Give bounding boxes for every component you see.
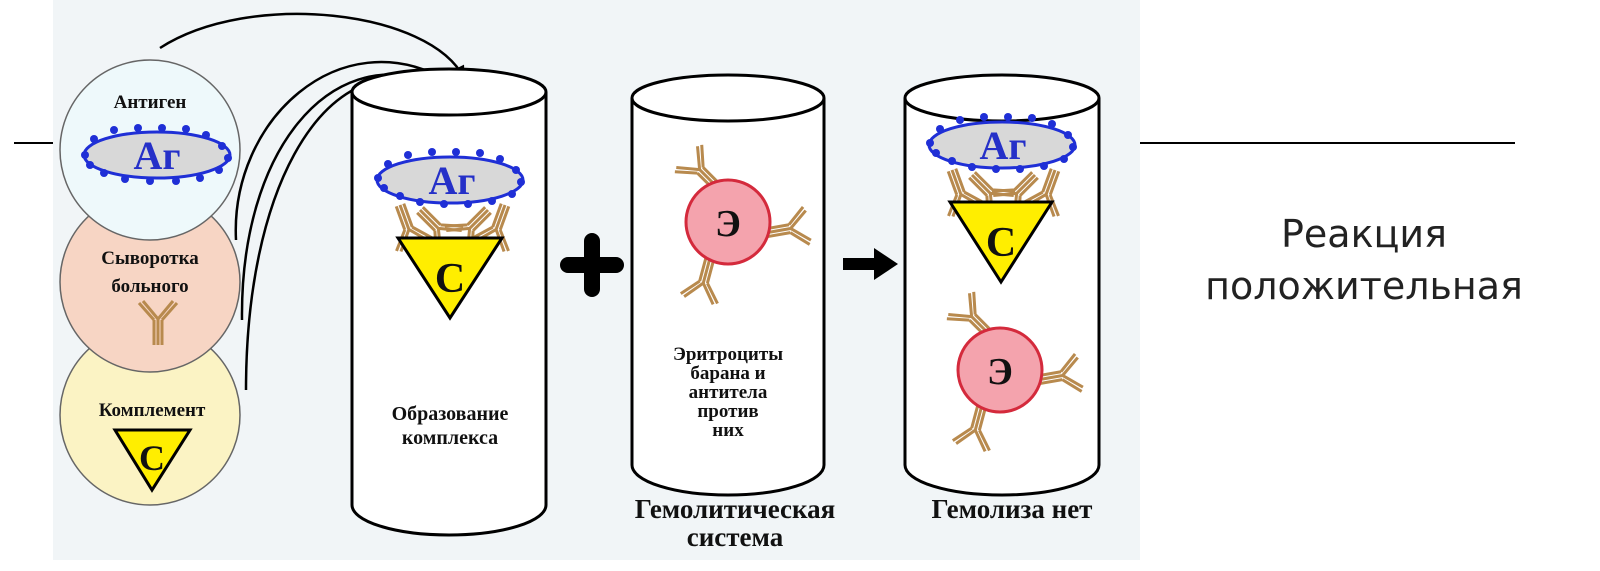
antigen-symbol: Аг — [133, 133, 180, 178]
tube-2-bottom-line-2: система — [687, 522, 784, 552]
tube-2-caption-line-2: барана и — [690, 363, 765, 384]
result-line-1: Реакция — [1281, 212, 1447, 256]
tube-3-erythrocyte-symbol: Э — [987, 351, 1013, 393]
tube-2-caption-line-1: Эритроциты — [673, 344, 783, 365]
serum-label-line-2: больного — [111, 276, 188, 297]
tube-3-complement-symbol: С — [986, 220, 1016, 266]
erythrocyte-symbol: Э — [715, 203, 741, 245]
complex-complement-symbol: С — [435, 256, 465, 302]
tube-2-caption-line-5: них — [712, 420, 744, 441]
complex-antigen-symbol: Аг — [428, 158, 475, 203]
tube-3-antigen-symbol: Аг — [979, 123, 1026, 168]
tube-2-caption-line-3: антитела — [689, 382, 768, 403]
tube-2-caption-line-4: против — [697, 401, 758, 422]
result-line-2: положительная — [1205, 264, 1523, 308]
tube-3-bottom-label: Гемолиза нет — [932, 494, 1093, 524]
serum-label-line-1: Сыворотка — [101, 248, 199, 269]
complement-symbol: С — [139, 438, 165, 478]
tube-2-bottom-line-1: Гемолитическая — [635, 494, 836, 524]
complement-label: Комплемент — [99, 400, 206, 421]
antigen-label: Антиген — [114, 92, 187, 113]
tube-1-caption-line-2: комплекса — [402, 427, 498, 449]
tube-1-caption-line-1: Образование — [392, 403, 509, 425]
